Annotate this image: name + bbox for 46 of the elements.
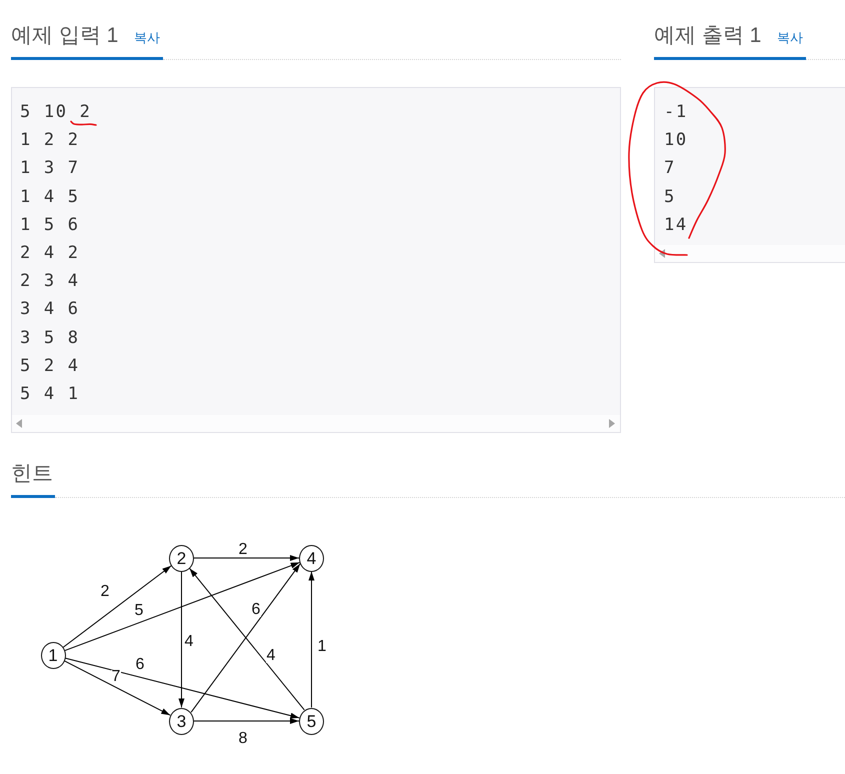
edge-label: 1 [317, 640, 327, 654]
arrow [64, 660, 171, 716]
code-line: 2 3 4 [20, 273, 80, 290]
edge-label: 5 [134, 604, 144, 618]
edge-label: 7 [111, 670, 121, 684]
arrow [194, 555, 300, 561]
edge-label: 2 [100, 585, 110, 599]
edge-label: 4 [184, 635, 194, 649]
code-line: 10 [664, 132, 688, 148]
code-line: 3 4 6 [20, 301, 80, 318]
code-line: 5 4 1 [20, 386, 80, 402]
copy-link: 복사 [134, 30, 160, 46]
node-circle: 2 [169, 544, 194, 572]
edge-label: 6 [135, 658, 145, 672]
code-line: 3 5 8 [20, 330, 80, 346]
edge-label: 4 [266, 649, 276, 663]
arrow [64, 562, 300, 652]
code-line: 1 4 5 [20, 188, 80, 205]
arrow [178, 571, 184, 708]
code-line: -1 [664, 104, 688, 120]
node-circle: 3 [169, 708, 194, 734]
arrow [62, 565, 172, 648]
copy-link: 복사 [777, 30, 803, 46]
code-line: 5 2 4 [20, 358, 80, 374]
edge-label: 8 [238, 732, 248, 746]
section-heading: 예제 입력 1 [11, 23, 118, 49]
code-box [654, 87, 845, 263]
edge-label: 6 [251, 603, 261, 617]
edge-label: 2 [238, 543, 248, 557]
code-line: 1 5 6 [20, 216, 80, 233]
node-circle: 5 [299, 708, 324, 734]
code-line: 1 3 7 [20, 160, 80, 176]
code-line: 5 10 2 [20, 104, 92, 120]
arrow [64, 658, 300, 719]
section-heading: 예제 출력 1 [654, 23, 762, 49]
arrow [194, 718, 300, 724]
arrow [308, 571, 314, 708]
code-line: 7 [664, 160, 676, 176]
code-line: 2 4 2 [20, 244, 80, 261]
section-heading: 힌트 [11, 461, 53, 487]
code-line: 1 2 2 [20, 132, 80, 148]
code-line: 5 [664, 188, 676, 205]
code-line: 14 [664, 216, 688, 233]
node-circle: 4 [299, 544, 324, 572]
code-box [11, 87, 621, 433]
node-circle: 1 [40, 642, 66, 668]
